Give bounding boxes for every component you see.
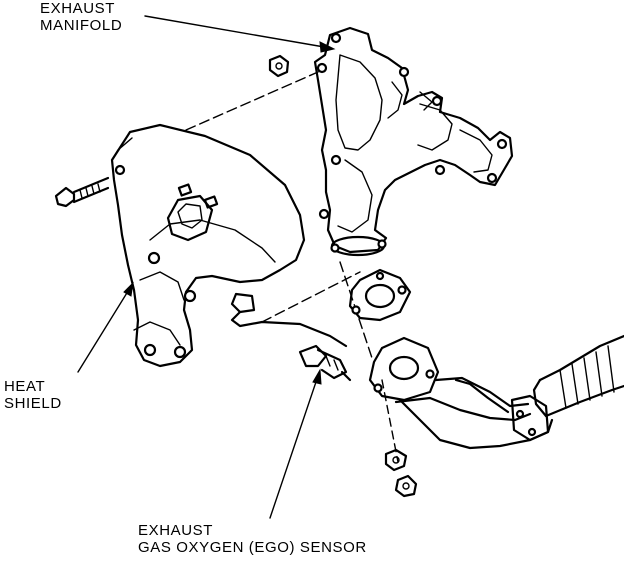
label-ego-sensor-line2: GAS OXYGEN (EGO) SENSOR <box>138 539 367 556</box>
manifold-bolt-hole <box>431 95 443 107</box>
label-heat-shield: HEAT SHIELD <box>4 378 62 412</box>
label-ego-sensor: EXHAUST GAS OXYGEN (EGO) SENSOR <box>138 522 367 556</box>
leader-ego-sensor <box>269 375 319 519</box>
manifold-nut <box>268 54 290 78</box>
manifold-bolt-hole <box>496 138 508 150</box>
exhaust-pipe <box>394 334 624 450</box>
arrowhead-ego-sensor <box>312 368 322 385</box>
heat-shield-hole <box>114 164 126 176</box>
flange-nut <box>384 448 418 498</box>
heat-shield-hole <box>183 289 197 303</box>
label-exhaust-manifold: EXHAUST MANIFOLD <box>40 0 122 34</box>
manifold-bolt-hole <box>486 172 498 184</box>
ego-sensor-connector <box>230 292 256 314</box>
label-exhaust-manifold-line1: EXHAUST <box>40 0 116 17</box>
manifold-bolt-hole <box>434 164 446 176</box>
exhaust-manifold <box>313 26 514 257</box>
manifold-bolt-hole <box>330 154 342 166</box>
manifold-bolt-hole <box>398 66 410 78</box>
leader-exhaust-manifold <box>144 15 331 49</box>
label-exhaust-manifold-line2: MANIFOLD <box>40 17 123 34</box>
manifold-gasket <box>348 268 412 322</box>
label-heat-shield-line1: HEAT <box>4 378 46 395</box>
ego-sensor <box>230 292 352 382</box>
manifold-stud <box>377 239 387 249</box>
manifold-stud <box>330 243 340 253</box>
leader-lines <box>77 15 336 519</box>
manifold-bolt-hole <box>330 32 342 44</box>
heat-shield-bolt <box>54 176 110 208</box>
alignment-lines <box>185 71 399 463</box>
heat-shield <box>110 123 306 368</box>
label-ego-sensor-line1: EXHAUST <box>138 522 214 539</box>
leader-heat-shield <box>77 287 131 373</box>
manifold-bolt-hole <box>316 62 328 74</box>
manifold-bolt-hole <box>318 208 330 220</box>
heat-shield-hole <box>173 345 187 359</box>
heat-shield-hole <box>143 343 157 357</box>
exhaust-pipe-flange <box>368 336 440 402</box>
heat-shield-hole <box>147 251 161 265</box>
arrowhead-heat-shield <box>123 281 134 297</box>
label-heat-shield-line2: SHIELD <box>4 395 62 412</box>
